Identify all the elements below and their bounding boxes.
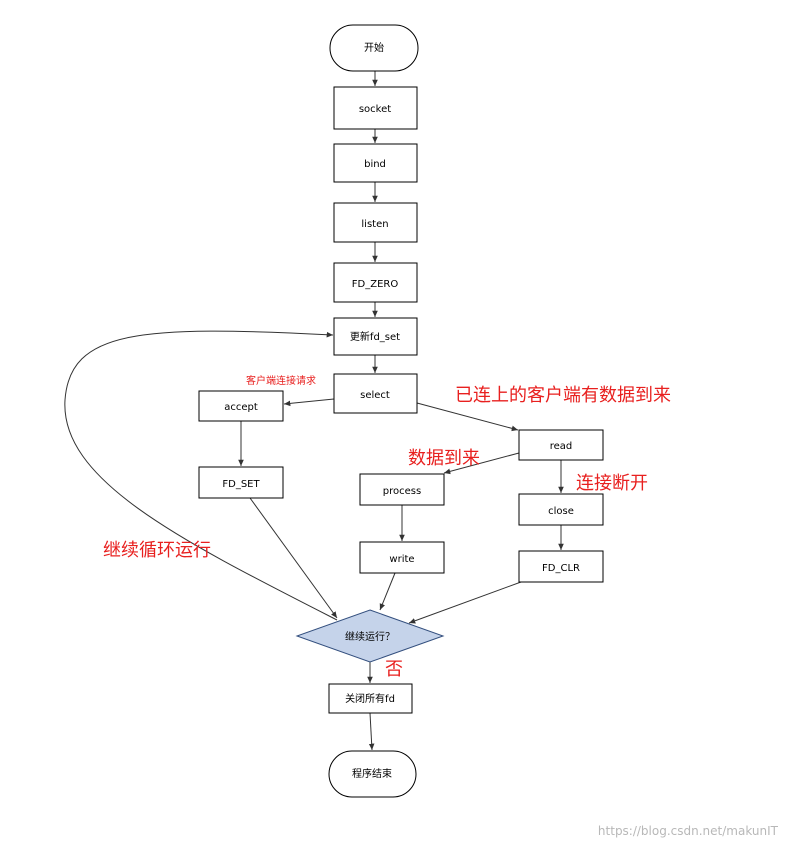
node-continue-decision: 继续运行？ bbox=[295, 609, 445, 663]
watermark: https://blog.csdn.net/makunIT bbox=[598, 824, 779, 838]
annotation-connected-client-data: 已连上的客户端有数据到来 bbox=[455, 385, 671, 406]
node-fd-clr: FD_CLR bbox=[518, 550, 604, 583]
edge-fdset-decision bbox=[249, 497, 338, 619]
node-update-fd-set: 更新fd_set bbox=[333, 317, 418, 356]
annotation-data-arrives: 数据到来 bbox=[408, 448, 480, 469]
node-program-end: 程序结束 bbox=[328, 750, 417, 798]
close-all-fd-label: 关闭所有fd bbox=[345, 692, 395, 705]
accept-label: accept bbox=[224, 402, 258, 413]
node-fd-zero: FD_ZERO bbox=[333, 262, 418, 303]
write-label: write bbox=[389, 554, 414, 565]
program-end-label: 程序结束 bbox=[352, 767, 392, 780]
continue-decision-label: 继续运行？ bbox=[345, 630, 395, 643]
node-read: read bbox=[518, 429, 604, 461]
edge-select-accept bbox=[283, 398, 335, 407]
close-label: close bbox=[548, 506, 574, 517]
fd-clr-label: FD_CLR bbox=[542, 563, 580, 574]
node-process: process bbox=[359, 473, 445, 506]
node-accept: accept bbox=[198, 390, 284, 422]
socket-label: socket bbox=[359, 104, 391, 115]
annotation-connection-closed: 连接断开 bbox=[576, 473, 648, 494]
annotation-continue-loop: 继续循环运行 bbox=[103, 540, 211, 561]
node-bind: bind bbox=[333, 143, 418, 183]
read-label: read bbox=[550, 441, 573, 452]
node-socket: socket bbox=[333, 86, 418, 130]
annotation-client-connect-request: 客户端连接请求 bbox=[246, 374, 316, 387]
edge-write-decision bbox=[379, 572, 396, 611]
bind-label: bind bbox=[364, 159, 386, 170]
annotation-no: 否 bbox=[385, 659, 403, 680]
node-listen: listen bbox=[333, 202, 418, 243]
node-fd-set: FD_SET bbox=[198, 466, 284, 499]
edge-fdclr-decision bbox=[408, 581, 522, 624]
node-close: close bbox=[518, 493, 604, 526]
node-start: 开始 bbox=[329, 24, 419, 72]
edge-loop-back bbox=[64, 330, 338, 621]
process-label: process bbox=[383, 486, 421, 497]
edge-read-process bbox=[443, 452, 520, 475]
edge-select-read bbox=[416, 402, 519, 432]
node-write: write bbox=[359, 541, 445, 574]
fd-set-label: FD_SET bbox=[222, 479, 260, 490]
fd-zero-label: FD_ZERO bbox=[352, 279, 399, 290]
select-label: select bbox=[360, 390, 390, 401]
listen-label: listen bbox=[361, 219, 388, 230]
start-label: 开始 bbox=[364, 41, 384, 54]
edges bbox=[64, 71, 564, 751]
node-close-all-fd: 关闭所有fd bbox=[328, 683, 413, 714]
update-fd-set-label: 更新fd_set bbox=[350, 330, 400, 343]
edge-closeall-end bbox=[368, 712, 375, 751]
node-select: select bbox=[333, 373, 418, 414]
